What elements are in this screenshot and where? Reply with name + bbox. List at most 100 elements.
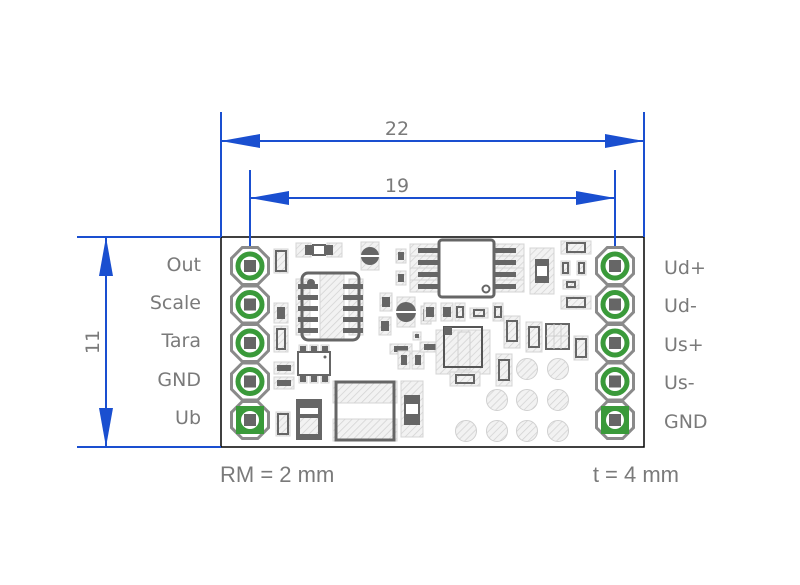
- ic-lead: [298, 328, 318, 333]
- pitch-note: RM = 2 mm: [220, 462, 334, 487]
- left-pin-3: [230, 323, 270, 363]
- arrow-up-icon: [99, 237, 113, 276]
- ic-lead: [343, 295, 363, 300]
- pin-number-4: [609, 298, 621, 311]
- ic-qfn: [435, 326, 491, 375]
- left-pin-1: [230, 400, 270, 440]
- ic-lead: [494, 248, 516, 253]
- arrow-left-icon: [221, 134, 260, 148]
- ic-lead: [494, 260, 516, 265]
- ic-lead: [343, 306, 363, 311]
- via-pad: [455, 420, 477, 442]
- ic-lead: [298, 295, 318, 300]
- pin-number-2: [609, 375, 621, 388]
- arrow-right-icon: [605, 134, 644, 148]
- smd-diode: [360, 241, 380, 271]
- dimension-overall-width: 22: [220, 112, 645, 237]
- arrow-right-icon: [576, 191, 615, 205]
- pad-ring: [600, 251, 630, 281]
- thickness-note: t = 4 mm: [593, 462, 679, 487]
- tantalum-capacitor: [296, 399, 322, 440]
- smd-capacitor: [389, 331, 443, 370]
- dimension-19-label: 19: [385, 175, 409, 197]
- via-pad: [486, 420, 508, 442]
- pin-label-gnd-right: GND: [664, 411, 708, 433]
- pin-number-4: [244, 298, 256, 311]
- ic-lead: [494, 272, 516, 277]
- ic-lead: [418, 248, 440, 253]
- via-pad: [516, 420, 538, 442]
- via-pad: [547, 358, 569, 380]
- pad-ring: [235, 328, 265, 358]
- ic-lead: [494, 284, 516, 289]
- via-pad: [547, 420, 569, 442]
- via-pad: [486, 389, 508, 411]
- right-pin-4: [595, 284, 635, 325]
- left-pin-2: [230, 361, 270, 402]
- right-pin-labels: Ud+ Ud- Us+ Us- GND: [664, 257, 708, 433]
- pin-number-2: [244, 375, 256, 388]
- right-pin-3: [595, 323, 635, 363]
- pin-label-ub: Ub: [175, 407, 201, 429]
- pin-label-tara: Tara: [160, 330, 201, 352]
- ic-lead: [298, 306, 318, 311]
- smd-resistor: [273, 248, 289, 274]
- dimension-11-label: 11: [82, 330, 104, 354]
- ic-soic: [295, 271, 364, 342]
- pin-label-us-minus: Us-: [664, 372, 695, 394]
- ic-lead: [343, 317, 363, 322]
- pin-label-us-plus: Us+: [664, 334, 704, 356]
- pin-label-scale: Scale: [150, 292, 201, 314]
- via-pad: [516, 358, 538, 380]
- pin-number-3: [244, 337, 256, 349]
- pad-ring: [235, 367, 265, 396]
- dimension-pin-span: 19: [249, 170, 616, 268]
- smd-capacitor-row: [423, 302, 504, 322]
- pin-number-5: [609, 260, 621, 272]
- via-pad: [547, 389, 569, 411]
- via-grid: [455, 358, 569, 442]
- dimension-height: 11: [77, 236, 221, 448]
- pad-ring: [235, 251, 265, 281]
- pad-ring: [600, 290, 630, 319]
- components: [273, 238, 592, 442]
- inductor: [332, 380, 398, 442]
- ic-lead: [418, 284, 440, 289]
- via-pad: [516, 389, 538, 411]
- smd-resistor: [295, 242, 343, 258]
- dimension-22-label: 22: [385, 118, 409, 140]
- ic-msop: [409, 238, 525, 299]
- arrow-down-icon: [99, 408, 113, 447]
- smd-resistor: [529, 247, 555, 295]
- pin-label-gnd: GND: [157, 369, 201, 391]
- pin-number-1: [609, 414, 621, 426]
- left-pin-5: [230, 246, 270, 286]
- smd-capacitor: [560, 240, 592, 310]
- pin-label-ud-plus: Ud+: [664, 257, 706, 279]
- pad-ring: [600, 328, 630, 358]
- smd-capacitor: [449, 315, 589, 387]
- pad-ring: [235, 290, 265, 319]
- ic-sot: [297, 344, 331, 384]
- pad-ring: [600, 367, 630, 396]
- pin-label-out: Out: [167, 254, 201, 276]
- left-pin-header: [230, 246, 270, 440]
- right-pin-5: [595, 246, 635, 286]
- arrow-left-icon: [250, 191, 289, 205]
- pin-number-3: [609, 337, 621, 349]
- smd-capacitor: [273, 302, 295, 437]
- ic-lead: [343, 284, 363, 289]
- smd-diode: [395, 296, 417, 328]
- pin-number-1: [244, 414, 256, 426]
- ic-lead: [418, 260, 440, 265]
- pin-number-5: [244, 260, 256, 272]
- right-pin-2: [595, 361, 635, 402]
- ic-lead: [343, 328, 363, 333]
- ic-lead: [298, 317, 318, 322]
- right-pin-header: [595, 246, 635, 440]
- right-pin-1: [595, 400, 635, 440]
- pin-label-ud-minus: Ud-: [664, 295, 697, 317]
- ic-lead: [298, 284, 318, 289]
- smd-resistor: [400, 380, 424, 438]
